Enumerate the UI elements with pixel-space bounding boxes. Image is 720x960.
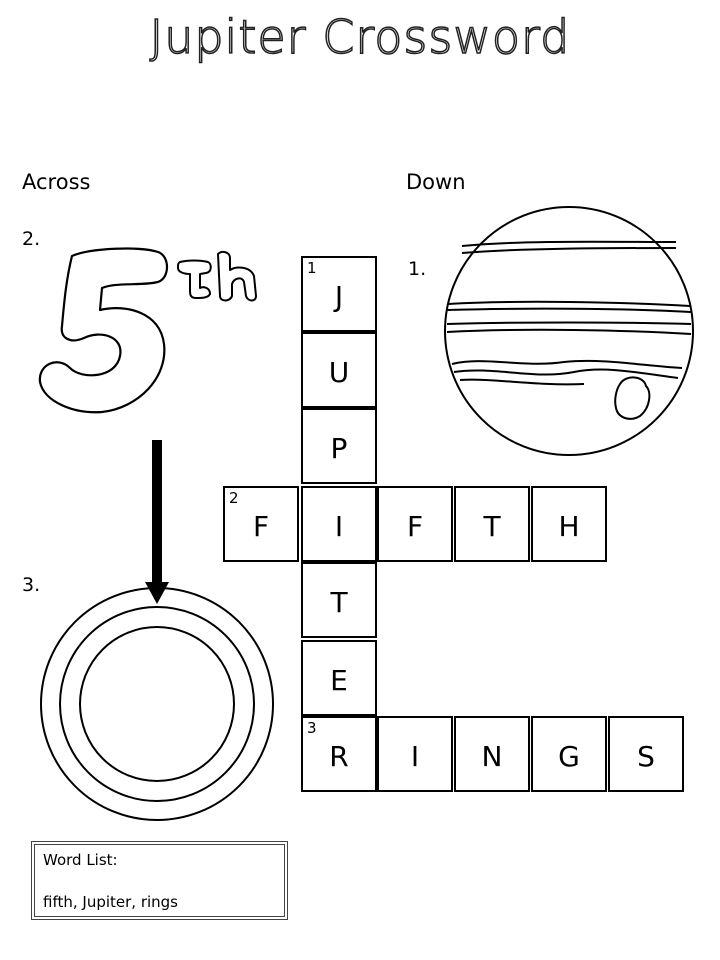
- cell-3-across-4[interactable]: G: [531, 716, 607, 792]
- digit-five-shape: [38, 247, 169, 414]
- word-list-box: Word List: fifth, Jupiter, rings: [31, 841, 288, 920]
- cell-letter: T: [483, 510, 501, 543]
- cell-3-across-1[interactable]: 3 R: [301, 716, 377, 792]
- cell-letter: P: [330, 432, 348, 465]
- cell-1-down-2[interactable]: U: [301, 332, 377, 408]
- cell-2-across-4[interactable]: T: [454, 486, 530, 562]
- cell-letter: S: [637, 740, 655, 773]
- clue-number-across-3: 3.: [22, 574, 41, 596]
- cell-2-across-3[interactable]: F: [377, 486, 453, 562]
- clue-number-label: 2: [229, 489, 239, 507]
- cell-letter: E: [330, 664, 348, 697]
- cell-letter: H: [558, 510, 580, 543]
- cell-letter: T: [330, 586, 348, 619]
- cell-letter: J: [334, 280, 344, 313]
- fifth-ordinal-icon: [38, 247, 257, 414]
- cell-letter: G: [558, 740, 580, 773]
- cell-1-down-6[interactable]: E: [301, 640, 377, 716]
- rings-icon: [40, 587, 274, 821]
- cell-2-across-5[interactable]: H: [531, 486, 607, 562]
- letter-h-shape: [217, 250, 257, 302]
- cell-letter: I: [410, 740, 420, 773]
- down-heading: Down: [406, 170, 466, 194]
- down-arrow-icon: [145, 440, 169, 604]
- great-red-spot-shape: [614, 376, 651, 420]
- cell-1-down-3[interactable]: P: [301, 408, 377, 484]
- cell-3-across-2[interactable]: I: [377, 716, 453, 792]
- cell-letter: I: [334, 510, 344, 543]
- word-list-words: fifth, Jupiter, rings: [43, 893, 178, 911]
- cell-3-across-5[interactable]: S: [608, 716, 684, 792]
- cell-letter: N: [481, 740, 503, 773]
- cell-letter: U: [328, 356, 350, 389]
- letter-t-shape: [177, 259, 212, 299]
- cell-letter: R: [329, 740, 349, 773]
- clue-number-label: 3: [307, 719, 317, 737]
- cell-1-down-5[interactable]: T: [301, 562, 377, 638]
- cell-letter: F: [406, 510, 424, 543]
- cell-2-across-1[interactable]: 2 F: [223, 486, 299, 562]
- jupiter-planet-icon: [444, 206, 694, 456]
- cell-3-across-3[interactable]: N: [454, 716, 530, 792]
- cell-2-across-2[interactable]: I: [301, 486, 377, 562]
- clue-number-down-1: 1.: [408, 258, 427, 280]
- word-list-title: Word List:: [43, 851, 118, 869]
- clue-number-across-2: 2.: [22, 228, 41, 250]
- cell-letter: F: [252, 510, 270, 543]
- page-title: Jupiter Crossword: [149, 9, 571, 65]
- clue-number-label: 1: [307, 259, 317, 277]
- across-heading: Across: [22, 170, 91, 194]
- cell-1-down-1[interactable]: 1 J: [301, 256, 377, 332]
